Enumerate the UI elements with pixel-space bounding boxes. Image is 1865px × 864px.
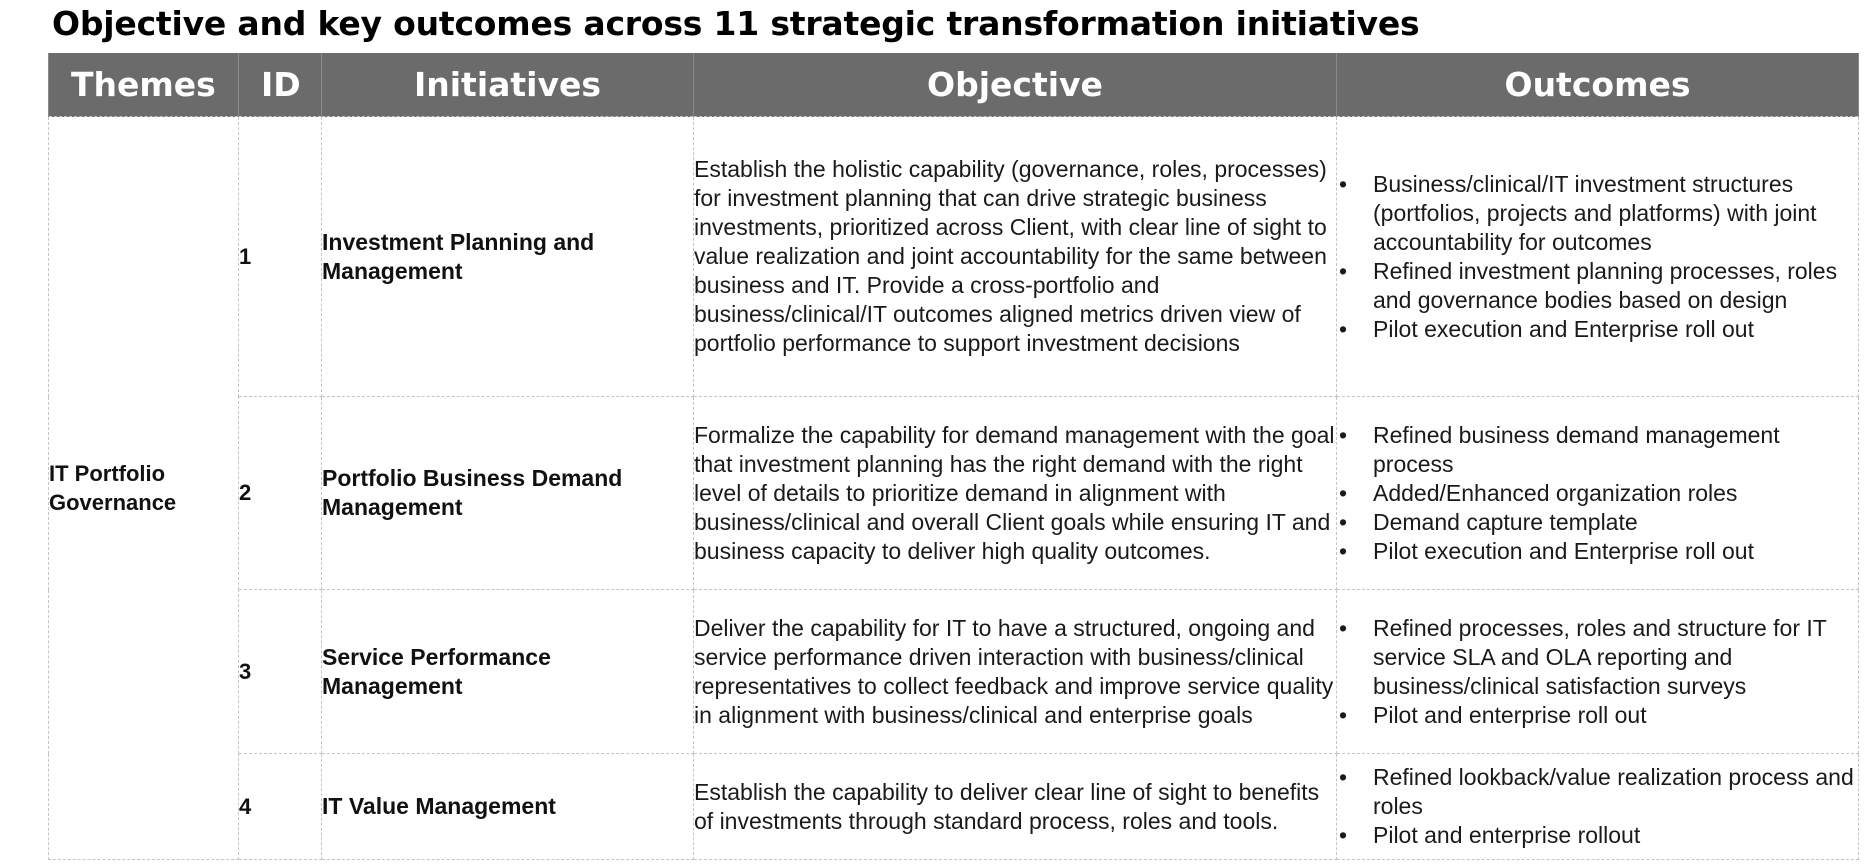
header-outcomes: Outcomes <box>1336 53 1859 117</box>
header-themes: Themes <box>48 53 239 117</box>
initiative-name: Portfolio Business Demand Management <box>321 396 694 590</box>
outcome-item: Refined processes, roles and structure f… <box>1337 614 1858 701</box>
outcomes-cell: Business/clinical/IT investment structur… <box>1336 116 1859 397</box>
outcome-item: Pilot and enterprise rollout <box>1337 821 1858 850</box>
outcome-item: Demand capture template <box>1337 508 1858 537</box>
outcomes-cell: Refined lookback/value realization proce… <box>1336 753 1859 860</box>
outcomes-list: Refined lookback/value realization proce… <box>1337 763 1858 850</box>
objective-text: Formalize the capability for demand mana… <box>693 396 1337 590</box>
header-initiatives: Initiatives <box>321 53 694 117</box>
initiative-id: 3 <box>238 589 322 754</box>
initiative-id: 1 <box>238 116 322 397</box>
outcome-item: Pilot execution and Enterprise roll out <box>1337 537 1858 566</box>
initiatives-table: Themes ID Initiatives Objective Outcomes… <box>48 53 1859 860</box>
outcome-item: Refined lookback/value realization proce… <box>1337 763 1858 821</box>
table-row: 4 IT Value Management Establish the capa… <box>49 753 1859 860</box>
initiative-name: IT Value Management <box>321 753 694 860</box>
initiative-name: Investment Planning and Management <box>321 116 694 397</box>
objective-text: Deliver the capability for IT to have a … <box>693 589 1337 754</box>
table-row: 3 Service Performance Management Deliver… <box>49 589 1859 754</box>
initiative-name: Service Performance Management <box>321 589 694 754</box>
outcomes-list: Business/clinical/IT investment structur… <box>1337 170 1858 344</box>
table-row: 2 Portfolio Business Demand Management F… <box>49 396 1859 590</box>
initiative-id: 2 <box>238 396 322 590</box>
header-id: ID <box>238 53 322 117</box>
initiative-id: 4 <box>238 753 322 860</box>
objective-text: Establish the holistic capability (gover… <box>693 116 1337 397</box>
page-title: Objective and key outcomes across 11 str… <box>52 4 1420 43</box>
outcome-item: Refined business demand management proce… <box>1337 421 1858 479</box>
outcomes-cell: Refined processes, roles and structure f… <box>1336 589 1859 754</box>
table-header-row: Themes ID Initiatives Objective Outcomes <box>48 53 1859 117</box>
objective-text: Establish the capability to deliver clea… <box>693 753 1337 860</box>
outcome-item: Refined investment planning processes, r… <box>1337 257 1858 315</box>
outcomes-list: Refined business demand management proce… <box>1337 421 1858 566</box>
table-row: IT Portfolio Governance 1 Investment Pla… <box>48 116 1859 860</box>
outcomes-cell: Refined business demand management proce… <box>1336 396 1859 590</box>
outcome-item: Added/Enhanced organization roles <box>1337 479 1858 508</box>
theme-cell: IT Portfolio Governance <box>48 116 239 860</box>
outcome-item: Business/clinical/IT investment structur… <box>1337 170 1858 257</box>
header-objective: Objective <box>693 53 1337 117</box>
outcome-item: Pilot execution and Enterprise roll out <box>1337 315 1858 344</box>
outcomes-list: Refined processes, roles and structure f… <box>1337 614 1858 730</box>
outcome-item: Pilot and enterprise roll out <box>1337 701 1858 730</box>
